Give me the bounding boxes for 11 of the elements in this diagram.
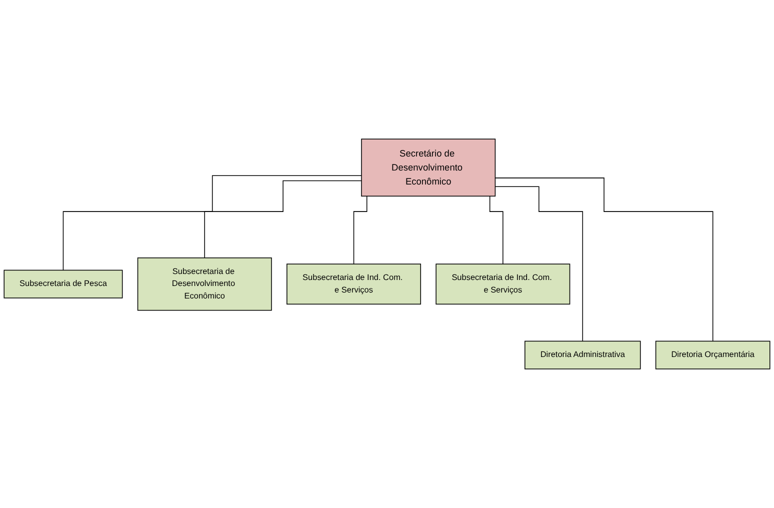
node-box: Diretoria Orçamentária (655, 340, 770, 370)
connector (62, 175, 362, 271)
node-box: Subsecretaria de Ind. Com. e Serviços (286, 264, 422, 305)
connector (204, 180, 362, 258)
node-box: Secretário de Desenvolvimento Econômico (361, 138, 496, 197)
node-box: Subsecretaria de Pesca (4, 270, 123, 298)
node-box: Diretoria Administrativa (524, 340, 641, 370)
node-box: Subsecretaria de Desenvolvimento Econômico (137, 257, 272, 311)
connector (494, 178, 714, 342)
connector (494, 186, 584, 342)
node-box: Subsecretaria de Ind. Com. e Serviços (436, 264, 570, 305)
